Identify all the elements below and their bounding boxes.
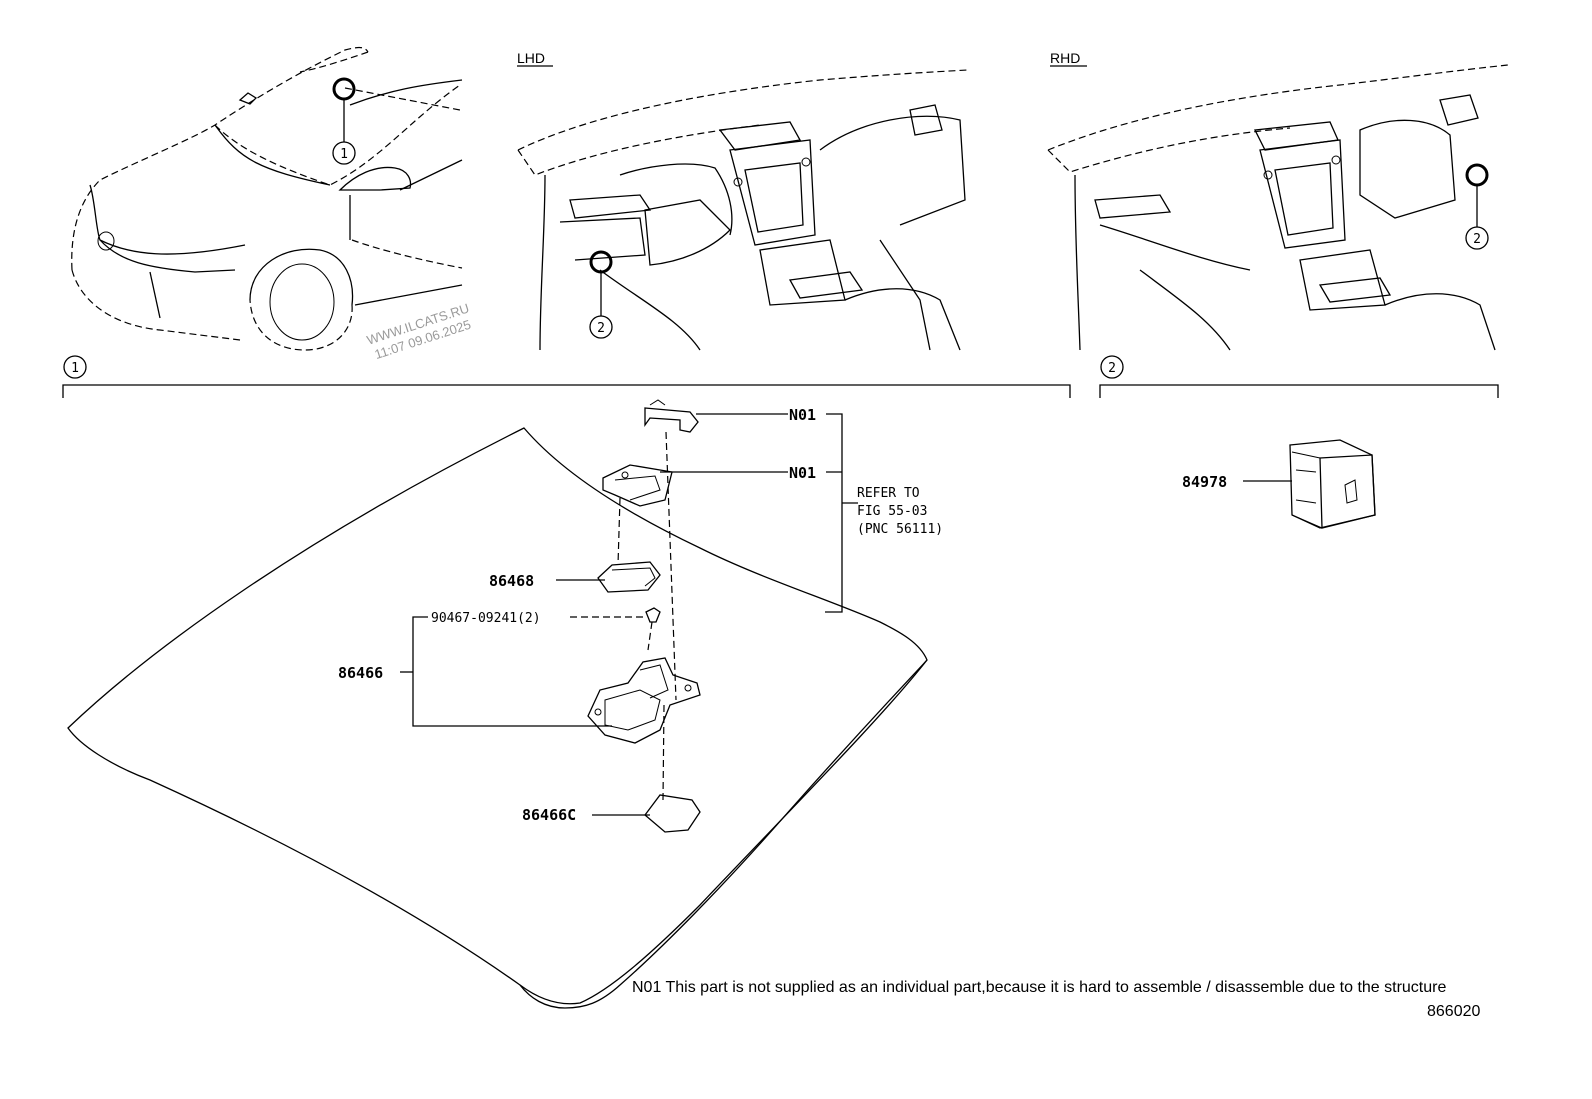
refer-line3: (PNC 56111) [857,522,943,537]
label-86466c: 86466C [522,806,576,824]
camera-cover-86468 [597,561,661,593]
callout-circle-2-rhd [1465,226,1489,250]
rhd-dashboard-illustration: RHD 2 [1047,50,1509,351]
callout-label-2-lhd: 2 [597,321,605,336]
section-2-label: 2 [1108,361,1116,376]
bracket-part-n01-plate [602,464,673,507]
bracket-part-n01-top [644,399,699,433]
windshield-glass [67,427,928,1009]
section-1-bracket: 1 [62,355,1071,398]
refer-line1: REFER TO [857,486,920,501]
camera-assembly-86466 [587,657,701,744]
rhd-header: RHD [1050,50,1080,66]
callout-circle-2-lhd [589,315,613,339]
diagram-code: 866020 [1427,1003,1480,1020]
callout-label-2-rhd: 2 [1473,232,1481,247]
screw-90467 [645,607,661,623]
plate-86466c [644,794,701,833]
label-n01-plate: N01 [789,464,816,482]
refer-line2: FIG 55-03 [857,504,927,519]
label-84978: 84978 [1182,473,1227,491]
lhd-header: LHD [517,50,545,66]
section-2-bracket: 2 [1099,355,1499,398]
section-1-label: 1 [71,361,79,376]
lhd-dashboard-illustration: LHD 2 [517,50,969,351]
label-86466: 86466 [338,664,383,682]
label-86468: 86468 [489,572,534,590]
callout-circle-1 [332,141,356,165]
car-illustration: 1 [71,46,463,351]
label-90467: 90467-09241(2) [431,611,541,626]
callout-label-1: 1 [340,147,348,162]
footer-note: N01 This part is not supplied as an indi… [632,979,1446,996]
label-n01-top: N01 [789,406,816,424]
switch-84978 [1289,439,1376,529]
watermark: WWW.ILCATS.RU 11:07 09.06.2025 [365,300,473,362]
